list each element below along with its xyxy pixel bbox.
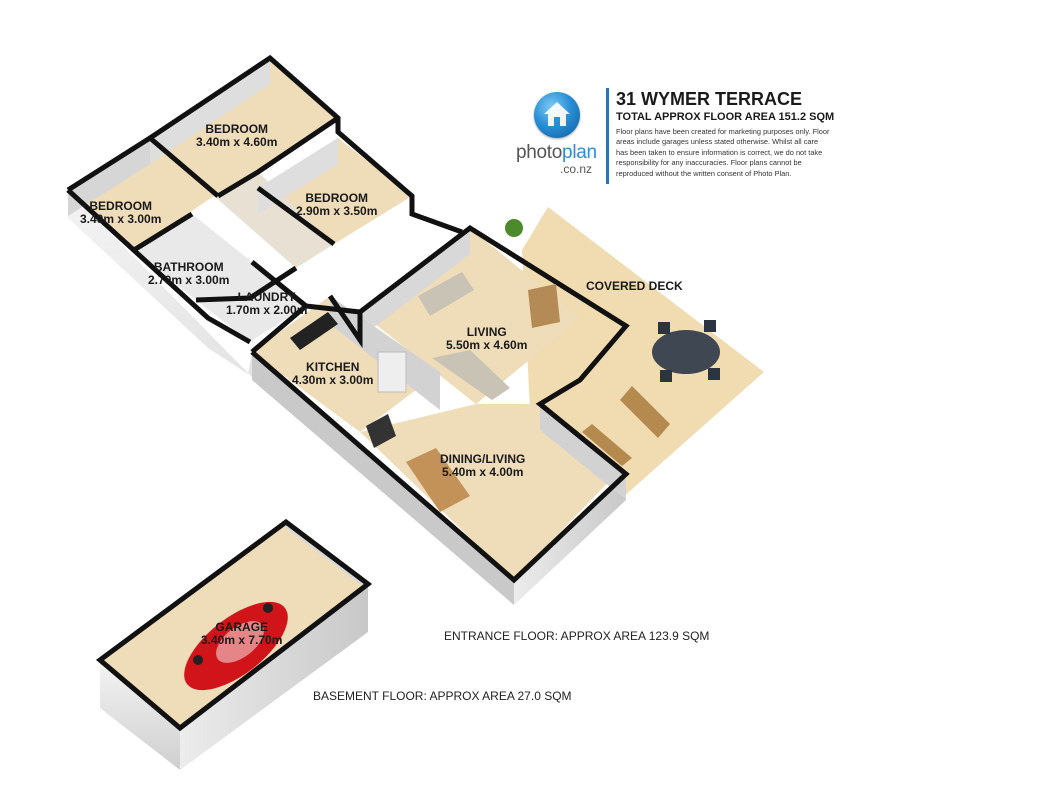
room-label-garage: GARAGE 3.40m x 7.70m (201, 620, 283, 647)
room-label-dining-living: DINING/LIVING 5.40m x 4.00m (440, 452, 526, 479)
fireplace-icon (528, 284, 560, 328)
photoplan-logo: photoplan .co.nz (512, 92, 598, 184)
hall-floor (214, 172, 334, 268)
garage-left-wall (100, 660, 180, 770)
kitchen-bench-icon (290, 312, 338, 350)
basement-floor-area: BASEMENT FLOOR: APPROX AREA 27.0 SQM (313, 689, 572, 703)
deck-table-icon (652, 320, 720, 382)
car-icon (184, 601, 288, 691)
laundry-floor (196, 262, 306, 342)
dining-table-icon (406, 448, 470, 512)
brand-name: photoplan (516, 142, 597, 163)
disclaimer-text: Floor plans have been created for market… (616, 127, 830, 178)
bathroom-floor (134, 214, 252, 300)
room-label-bedroom-2: BEDROOM 2.90m x 3.50m (296, 191, 378, 218)
bench-icon (582, 386, 670, 466)
exterior-wall-right (514, 474, 626, 605)
room-label-living: LIVING 5.50m x 4.60m (446, 325, 528, 352)
page-title: 31 WYMER TERRACE (616, 89, 803, 109)
sofa-icon (418, 272, 510, 400)
dining-floor (360, 404, 620, 580)
house-icon (534, 92, 580, 138)
brand-domain: .co.nz (560, 162, 593, 176)
covered-deck-floor (522, 207, 764, 498)
plant-icon (505, 219, 523, 237)
exterior-wall-front-2 (252, 352, 514, 605)
room-label-bedroom-3: BEDROOM 3.40m x 3.00m (80, 199, 162, 226)
kitchen-floor (252, 296, 440, 432)
header-divider (606, 88, 609, 184)
room-label-bathroom: BATHROOM 2.70m x 3.00m (148, 260, 230, 287)
entrance-floor-area: ENTRANCE FLOOR: APPROX AREA 123.9 SQM (444, 629, 710, 643)
room-label-covered-deck: COVERED DECK (586, 279, 683, 293)
room-label-kitchen: KITCHEN 4.30m x 3.00m (292, 360, 374, 387)
stove-icon (366, 414, 396, 448)
garage-front-wall (180, 584, 368, 770)
total-floor-area: TOTAL APPROX FLOOR AREA 151.2 SQM (616, 111, 835, 123)
fridge-icon (377, 351, 407, 393)
room-label-bedroom-1: BEDROOM 3.40m x 4.60m (196, 122, 278, 149)
room-label-laundry: LAUNDRY 1.70m x 2.00m (226, 290, 308, 317)
bedroom1-floor (150, 58, 338, 196)
